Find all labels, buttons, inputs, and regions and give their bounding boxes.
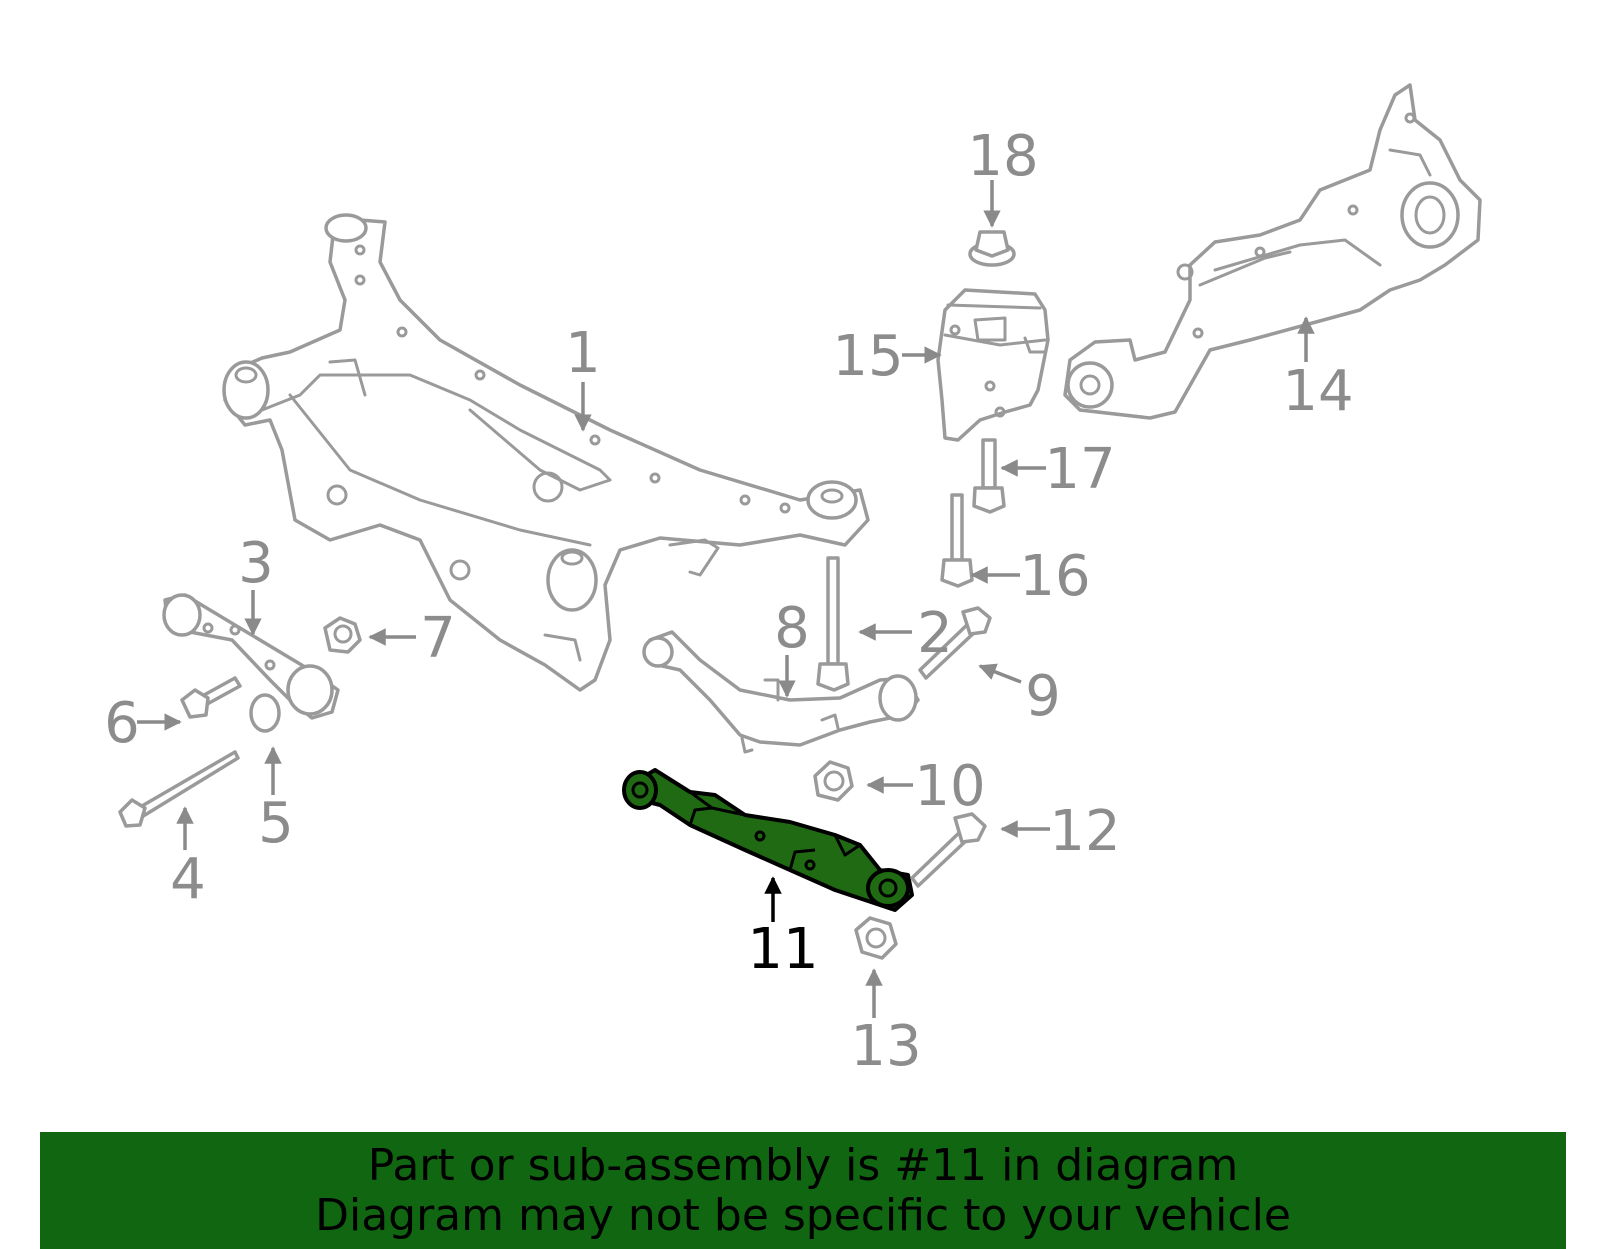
callout-13: 13: [850, 1014, 921, 1079]
callout-9: 9: [1025, 664, 1061, 729]
bolt-part-6[interactable]: [180, 676, 242, 719]
lateral-link-part-11[interactable]: [622, 768, 914, 912]
bolt-part-4[interactable]: [118, 750, 240, 828]
callout-5: 5: [258, 791, 294, 856]
nut-part-10[interactable]: [813, 760, 854, 802]
callout-6: 6: [104, 691, 140, 756]
bolt-part-12[interactable]: [910, 812, 987, 888]
knuckle-part-14[interactable]: [1063, 83, 1482, 420]
callout-12: 12: [1049, 799, 1120, 864]
callout-3: 3: [238, 531, 274, 596]
callout-2: 2: [917, 601, 953, 666]
callout-4: 4: [170, 847, 206, 912]
nut-part-7[interactable]: [323, 616, 362, 654]
bolt-part-16[interactable]: [940, 493, 974, 588]
subframe-part-1[interactable]: [222, 213, 870, 692]
callout-10: 10: [914, 754, 985, 819]
callout-17: 17: [1044, 437, 1115, 502]
callout-15: 15: [832, 324, 903, 389]
link-arm-part-3[interactable]: [162, 593, 340, 720]
banner-line-part-number: Part or sub-assembly is #11 in diagram: [367, 1139, 1239, 1191]
bolt-part-17[interactable]: [972, 438, 1006, 514]
callout-18: 18: [967, 124, 1038, 189]
callout-7: 7: [420, 606, 456, 671]
callout-14: 14: [1282, 359, 1353, 424]
ring-part-5[interactable]: [249, 693, 281, 733]
control-arm-part-8[interactable]: [642, 630, 920, 754]
bolt-part-9[interactable]: [918, 606, 992, 680]
callout-8: 8: [774, 596, 810, 661]
info-banner: Part or sub-assembly is #11 in diagram D…: [40, 1132, 1566, 1249]
bolt-part-2[interactable]: [816, 556, 850, 692]
callout-11: 11: [747, 917, 818, 982]
callout-16: 16: [1019, 544, 1090, 609]
callout-1: 1: [565, 321, 601, 386]
bracket-part-15[interactable]: [936, 288, 1050, 442]
nut-part-13[interactable]: [854, 916, 898, 960]
arrow-9: [978, 663, 1022, 684]
nut-part-18[interactable]: [968, 230, 1016, 267]
banner-line-disclaimer: Diagram may not be specific to your vehi…: [315, 1189, 1291, 1241]
